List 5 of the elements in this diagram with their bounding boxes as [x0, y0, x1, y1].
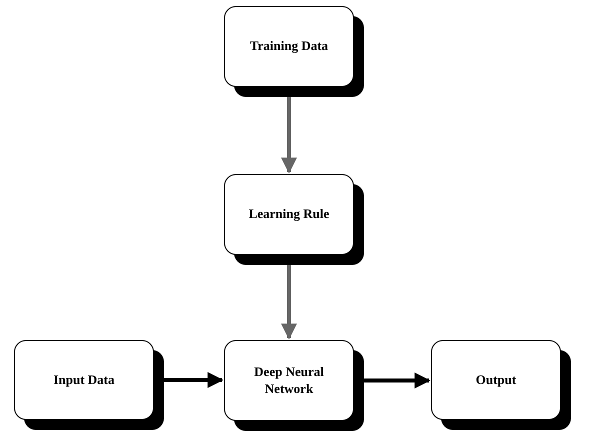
box-label: Input Data — [53, 372, 115, 388]
box-label: Learning Rule — [248, 206, 330, 223]
box-label: Deep Neural Network — [253, 364, 325, 397]
box-label: Training Data — [250, 38, 328, 55]
box-label: Output — [476, 372, 516, 388]
